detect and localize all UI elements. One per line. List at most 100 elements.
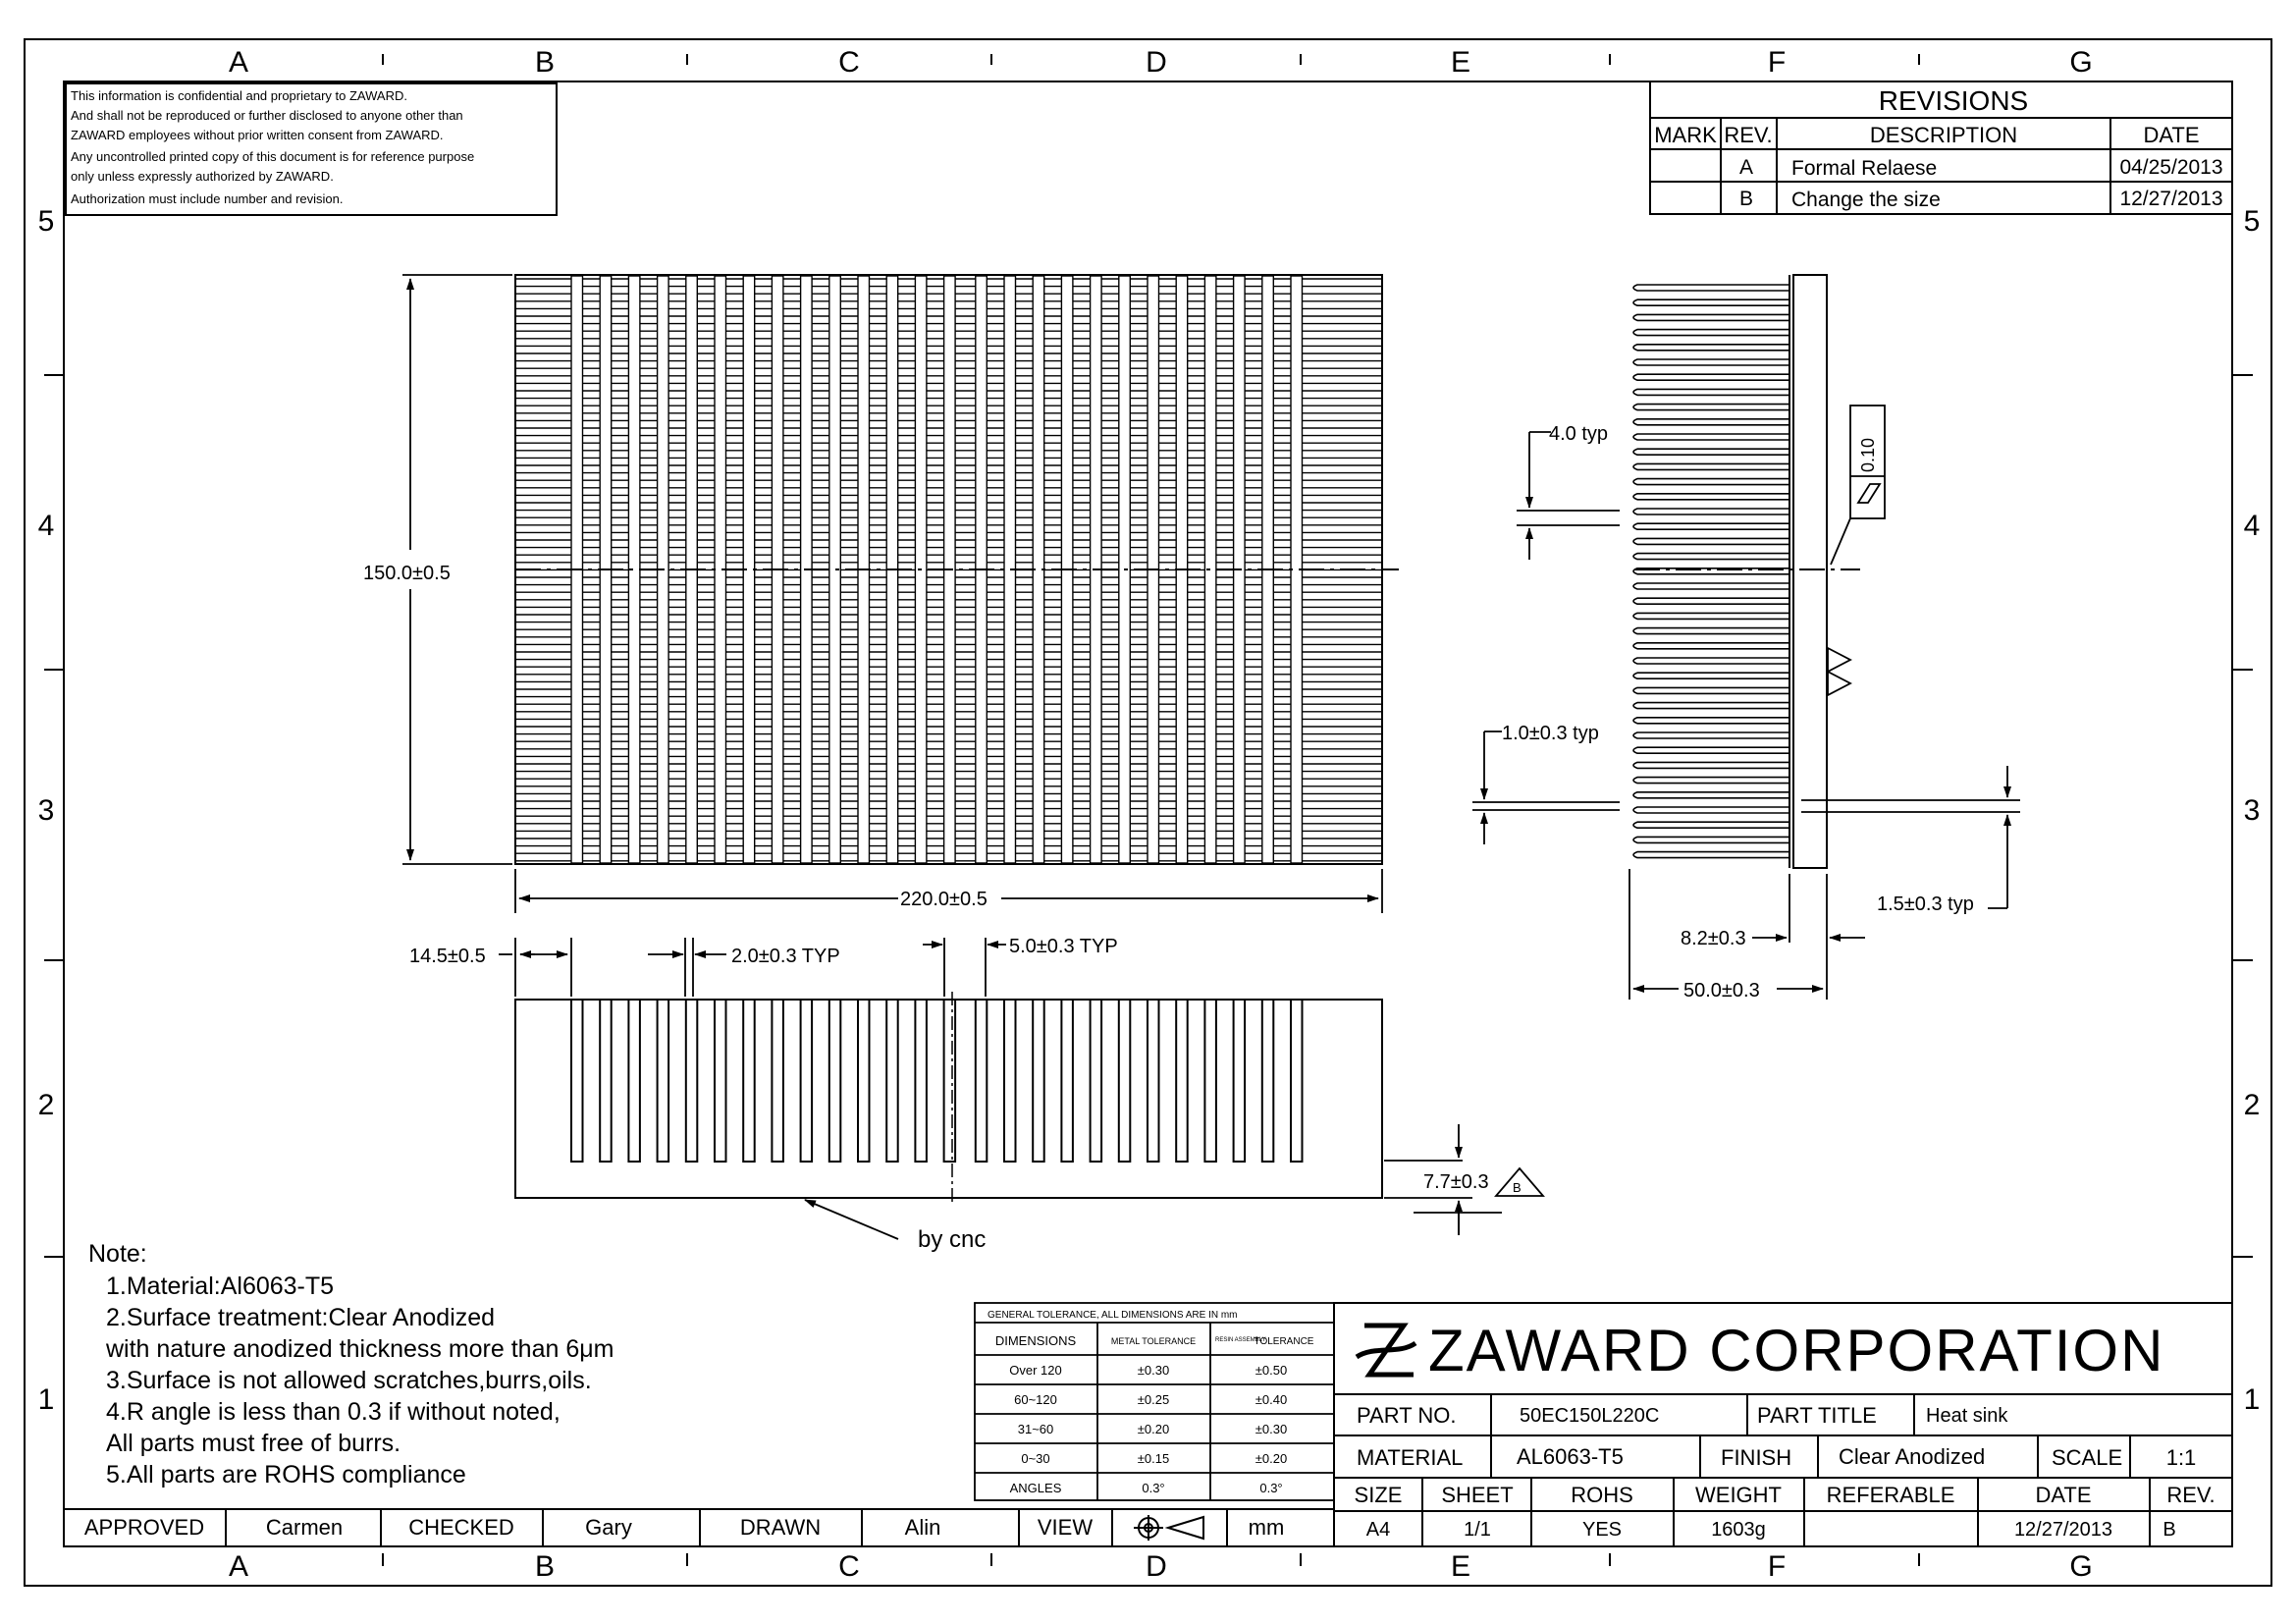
revision-rev: B (1739, 188, 1753, 210)
zone-row-label: 4 (2244, 510, 2261, 542)
zone-row-label: 5 (2244, 205, 2261, 238)
depth-label: 50.0±0.3 (1683, 980, 1760, 1001)
referable-label: REFERABLE (1827, 1483, 1955, 1507)
tolerance-metal: ±0.30 (1138, 1363, 1169, 1378)
approved-value: Carmen (266, 1515, 343, 1540)
zone-column-label: C (838, 1550, 860, 1583)
outer-border (24, 38, 2272, 1587)
tolerance-metal: ±0.20 (1138, 1422, 1169, 1436)
tolerance-resin: ±0.20 (1255, 1451, 1287, 1466)
part-no-value: 50EC150L220C (1520, 1405, 1659, 1427)
flatness-value: 0.10 (1858, 438, 1878, 472)
width-dimension (514, 869, 1383, 913)
fin-base-label: 8.2±0.3 (1681, 928, 1746, 949)
tolerance-resin: ±0.50 (1255, 1363, 1287, 1378)
date-value: 12/27/2013 (2014, 1519, 2112, 1541)
notes-title: Note: (88, 1240, 147, 1268)
note-item: 5.All parts are ROHS compliance (106, 1461, 466, 1489)
revisions-title: REVISIONS (1879, 85, 2028, 116)
zone-column-label: B (535, 46, 555, 79)
zone-column-label: D (1146, 1550, 1167, 1583)
note-item: 4.R angle is less than 0.3 if without no… (106, 1398, 561, 1426)
part-title-label: PART TITLE (1757, 1403, 1877, 1428)
fin-dimension-label: 5.0±0.3 TYP (1009, 936, 1118, 957)
tolerance-range: 60~120 (1014, 1392, 1057, 1407)
part-no-label: PART NO. (1357, 1403, 1456, 1428)
weight-value: 1603g (1711, 1519, 1766, 1541)
note-item: with nature anodized thickness more than… (105, 1335, 614, 1363)
tolerance-metal: ±0.25 (1138, 1392, 1169, 1407)
zone-column-label: C (838, 46, 860, 79)
zone-row-label: 2 (38, 1089, 55, 1121)
note-item: 2.Surface treatment:Clear Anodized (106, 1304, 495, 1331)
width-dimension-label: 220.0±0.5 (900, 889, 988, 910)
cnc-note: by cnc (918, 1226, 986, 1253)
tolerance-metal: ±0.15 (1138, 1451, 1169, 1466)
revision-date: 12/27/2013 (2119, 188, 2222, 210)
fin-pitch-label: 4.0 typ (1549, 423, 1608, 445)
confidential-line: This information is confidential and pro… (71, 88, 407, 103)
revision-description: Formal Relaese (1791, 157, 1937, 180)
revisions-header-rev: REV. (1724, 123, 1772, 147)
revision-date: 04/25/2013 (2119, 156, 2222, 179)
size-value: A4 (1366, 1519, 1390, 1541)
material-label: MATERIAL (1357, 1445, 1463, 1470)
revisions-table (1649, 81, 2233, 215)
zone-column-label: G (2069, 46, 2092, 79)
tolerance-range: Over 120 (1009, 1363, 1061, 1378)
zone-row-label: 1 (2244, 1383, 2261, 1416)
note-item: All parts must free of burrs. (106, 1430, 400, 1457)
revision-triangle-icon (1494, 1166, 1545, 1197)
notes: Note: 1.Material:Al6063-T5 2.Surface tre… (88, 1240, 614, 1489)
revision-description: Change the size (1791, 189, 1941, 211)
height-dimension-label: 150.0±0.5 (363, 563, 451, 584)
front-dimensions (499, 938, 1502, 1240)
revisions-header-mark: MARK (1654, 123, 1717, 147)
tolerance-resin: ±0.30 (1255, 1422, 1287, 1436)
company-logo (1355, 1323, 1417, 1378)
tolerance-title: GENERAL TOLERANCE, ALL DIMENSIONS ARE IN… (988, 1310, 1238, 1321)
zone-grid (44, 54, 2253, 1566)
tolerance-header: RESIN ASSEMBLY (1215, 1337, 1266, 1343)
approved-label: APPROVED (84, 1515, 204, 1540)
note-item: 1.Material:Al6063-T5 (106, 1272, 334, 1300)
tolerance-resin: 0.3° (1259, 1481, 1282, 1495)
size-label: SIZE (1355, 1483, 1403, 1507)
fin-slots (570, 999, 1304, 1163)
sheet-label: SHEET (1441, 1483, 1513, 1507)
confidential-box (65, 82, 558, 216)
tolerance-range: ANGLES (1010, 1481, 1062, 1495)
zone-row-label: 1 (38, 1383, 55, 1416)
projection-symbol-icon (1134, 1515, 1204, 1541)
base-thickness-label: 1.5±0.3 typ (1877, 893, 1974, 915)
side-fins (1632, 284, 1789, 859)
zone-row-label: 2 (2244, 1089, 2261, 1121)
zone-column-label: E (1451, 46, 1470, 79)
scale-value: 1:1 (2166, 1445, 2197, 1470)
zone-column-label: G (2069, 1550, 2092, 1583)
fin-thickness-label: 1.0±0.3 typ (1502, 723, 1599, 744)
zone-row-label: 3 (2244, 794, 2261, 827)
drawn-label: DRAWN (740, 1515, 821, 1540)
finish-value: Clear Anodized (1839, 1444, 1985, 1469)
confidential-line: Any uncontrolled printed copy of this do… (71, 149, 474, 164)
date-label: DATE (2035, 1483, 2091, 1507)
material-value: AL6063-T5 (1517, 1444, 1624, 1469)
checked-value: Gary (585, 1515, 632, 1540)
revision-triangle-label: B (1513, 1180, 1522, 1195)
rohs-label: ROHS (1571, 1483, 1633, 1507)
height-dimension (402, 274, 512, 865)
tolerance-header: METAL TOLERANCE (1111, 1336, 1196, 1346)
side-view (1632, 274, 1860, 869)
tolerance-header: DIMENSIONS (995, 1333, 1077, 1348)
tolerance-metal: 0.3° (1142, 1481, 1164, 1495)
company-name: ZAWARD CORPORATION (1428, 1318, 2164, 1383)
zone-column-label: E (1451, 1550, 1470, 1583)
zone-column-label: A (229, 1550, 248, 1583)
title-block (1333, 1302, 2233, 1547)
tolerance-range: 31~60 (1018, 1422, 1054, 1436)
zone-column-label: A (229, 46, 248, 79)
zone-row-label: 4 (38, 510, 55, 542)
view-label: VIEW (1038, 1515, 1093, 1540)
confidential-line: ZAWARD employees without prior written c… (71, 128, 444, 142)
